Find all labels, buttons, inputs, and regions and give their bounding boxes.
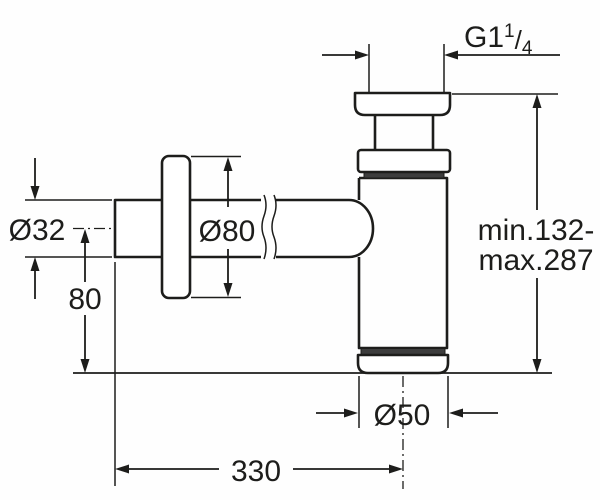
dim-height-range: min.132- max.287 <box>452 93 595 373</box>
dim-drop-up-arrow <box>80 229 90 243</box>
bottom-cup <box>356 353 450 375</box>
dim-cup-extension-lines <box>358 376 449 428</box>
trap-body <box>357 176 449 350</box>
dim-rosette-up-arrow <box>223 157 233 171</box>
outlet-pipe-right <box>276 198 375 259</box>
dim-label-height-range-line2: max.287 <box>478 244 593 277</box>
dim-label-pipe-diameter: Ø32 <box>9 214 66 247</box>
dim-label-drop-height: 80 <box>68 283 101 316</box>
dim-length-left-arrow <box>115 464 129 474</box>
dim-drop-height: 80 <box>68 227 114 373</box>
dim-cup-diameter: Ø50 <box>316 376 498 489</box>
dim-label-rosette-diameter: Ø80 <box>199 215 256 248</box>
dim-rosette-down-arrow <box>223 283 233 297</box>
dim-cup-left-arrow <box>344 408 358 418</box>
dim-thread-left-arrow <box>355 50 369 60</box>
dim-label-thread: G11/4 <box>464 21 533 59</box>
dim-height-down-arrow <box>532 359 542 373</box>
dim-label-length: 330 <box>231 455 281 488</box>
seal-ring-bottom <box>360 348 446 355</box>
dim-pipe-diameter: Ø32 <box>9 158 112 299</box>
dim-height-up-arrow <box>532 94 542 108</box>
dim-pipe-bottom-arrow <box>30 257 40 271</box>
dim-label-cup-diameter: Ø50 <box>374 399 431 432</box>
wall-rosette <box>160 154 192 300</box>
body-flange <box>356 148 452 174</box>
dim-thread: G11/4 <box>322 21 560 92</box>
dim-label-height-range-line1: min.132- <box>478 214 595 247</box>
dim-pipe-extension-lines <box>25 199 112 258</box>
dim-rosette-diameter: Ø80 <box>191 155 256 299</box>
inlet-neck <box>373 115 435 150</box>
dim-length-right-arrow <box>389 464 403 474</box>
dim-pipe-top-arrow <box>30 186 40 200</box>
dim-drop-down-arrow <box>80 359 90 373</box>
inlet-rosette <box>353 91 452 117</box>
trap-part <box>73 91 552 375</box>
pipe-break-mark <box>261 194 277 260</box>
dim-thread-extension-lines <box>368 44 445 92</box>
dim-length: 330 <box>114 262 403 488</box>
dim-thread-right-arrow <box>444 50 458 60</box>
dim-rosette-extension-lines <box>191 155 241 299</box>
dim-cup-right-arrow <box>449 408 463 418</box>
